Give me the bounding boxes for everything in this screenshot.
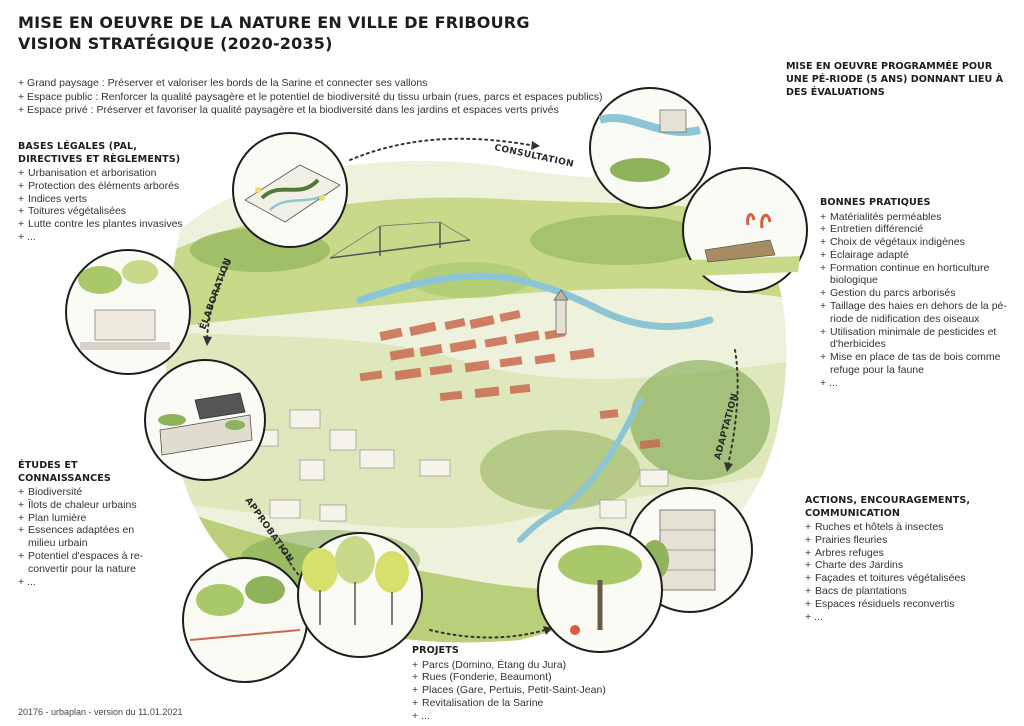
projets-block: PROJETS Parcs (Domino, Étang du Jura) Ru… xyxy=(412,645,632,722)
list-item: Biodiversité xyxy=(18,486,153,499)
list-item-more: + ... xyxy=(412,709,430,722)
vignette-tree-refuge xyxy=(537,527,663,653)
list-item: Prairies fleuries xyxy=(805,534,1017,547)
title-line-1: MISE EN OEUVRE DE LA NATURE EN VILLE DE … xyxy=(18,13,530,32)
list-item: Revitalisation de la Sarine xyxy=(412,697,632,710)
list-item: Rues (Fonderie, Beaumont) xyxy=(412,671,632,684)
footer-version: 20176 - urbaplan - version du 11.01.2021 xyxy=(18,707,183,717)
vignette-map-sketch xyxy=(232,132,348,248)
list-item: Ruches et hôtels à insectes xyxy=(805,521,1017,534)
actions-heading: ACTIONS, ENCOURAGEMENTS, COMMUNICATION xyxy=(805,495,971,519)
goals-list: + Grand paysage : Préserver et valoriser… xyxy=(18,77,603,118)
list-item: Parcs (Domino, Étang du Jura) xyxy=(412,659,632,672)
list-item: Éclairage adapté xyxy=(820,249,1010,262)
list-item: Gestion du parcs arborisés xyxy=(820,287,1010,300)
list-item: Places (Gare, Pertuis, Petit-Saint-Jean) xyxy=(412,684,632,697)
list-item-more: + ... xyxy=(18,230,36,243)
page-title: MISE EN OEUVRE DE LA NATURE EN VILLE DE … xyxy=(18,12,530,54)
list-item: Bacs de plantations xyxy=(805,585,1017,598)
vignette-street-trees xyxy=(65,249,191,375)
list-item: Toitures végétalisées xyxy=(18,205,198,218)
vignette-parc xyxy=(182,557,308,683)
list-item-more: + ... xyxy=(805,610,823,623)
projets-heading: PROJETS xyxy=(412,645,459,656)
list-item: Formation continue en horticulture biolo… xyxy=(820,262,1010,288)
list-item: Utilisation minimale de pesticides et d'… xyxy=(820,326,1010,352)
list-item: Charte des Jardins xyxy=(805,559,1017,572)
list-item: Indices verts xyxy=(18,193,198,206)
list-item-more: + ... xyxy=(820,376,838,389)
list-item: Potentiel d'espaces à re-convertir pour … xyxy=(18,550,153,576)
top-right-note: MISE EN OEUVRE PROGRAMMÉE POUR UNE PÉ-RI… xyxy=(786,61,1004,98)
list-item: Plan lumière xyxy=(18,512,153,525)
bases-legales-heading: BASES LÉGALES (PAL, DIRECTIVES ET RÈGLEM… xyxy=(18,141,181,165)
list-item: Choix de végétaux indigènes xyxy=(820,236,1010,249)
etudes-block: ÉTUDES ET CONNAISSANCES Biodiversité Îlo… xyxy=(18,460,153,588)
actions-block: ACTIONS, ENCOURAGEMENTS, COMMUNICATION R… xyxy=(805,495,1017,623)
list-item: Taillage des haies en dehors de la pé-ri… xyxy=(820,300,1010,326)
goal-grand-paysage: + Grand paysage : Préserver et valoriser… xyxy=(18,77,428,89)
vignette-trees-people xyxy=(297,532,423,658)
goal-espace-public: + Espace public : Renforcer la qualité p… xyxy=(18,90,603,103)
vignette-green-roof xyxy=(144,359,266,481)
list-item: Entretien différencié xyxy=(820,223,1010,236)
list-item: Îlots de chaleur urbains xyxy=(18,499,153,512)
bonnes-pratiques-block: BONNES PRATIQUES Matérialités perméables… xyxy=(820,197,1010,390)
list-item: Essences adaptées en milieu urbain xyxy=(18,524,153,550)
bases-legales-block: BASES LÉGALES (PAL, DIRECTIVES ET RÈGLEM… xyxy=(18,141,198,244)
list-item: Espaces résiduels reconvertis xyxy=(805,598,1017,611)
list-item-more: + ... xyxy=(18,575,36,588)
list-item: Mise en place de tas de bois comme refug… xyxy=(820,351,1010,377)
vignette-woodpile xyxy=(682,167,808,293)
list-item: Matérialités perméables xyxy=(820,211,1010,224)
list-item: Urbanisation et arborisation xyxy=(18,167,198,180)
list-item: Lutte contre les plantes invasives xyxy=(18,218,198,231)
cycle-arrows xyxy=(206,137,739,639)
list-item: Arbres refuges xyxy=(805,547,1017,560)
bonnes-pratiques-heading: BONNES PRATIQUES xyxy=(820,197,931,208)
title-line-2: VISION STRATÉGIQUE (2020-2035) xyxy=(18,34,333,53)
list-item: Façades et toitures végétalisées xyxy=(805,572,1017,585)
list-item: Protection des éléments arborés xyxy=(18,180,198,193)
goal-espace-prive: + Espace privé : Préserver et favoriser … xyxy=(18,104,559,116)
etudes-heading: ÉTUDES ET CONNAISSANCES xyxy=(18,460,111,484)
vignette-river-aerial xyxy=(589,87,711,209)
